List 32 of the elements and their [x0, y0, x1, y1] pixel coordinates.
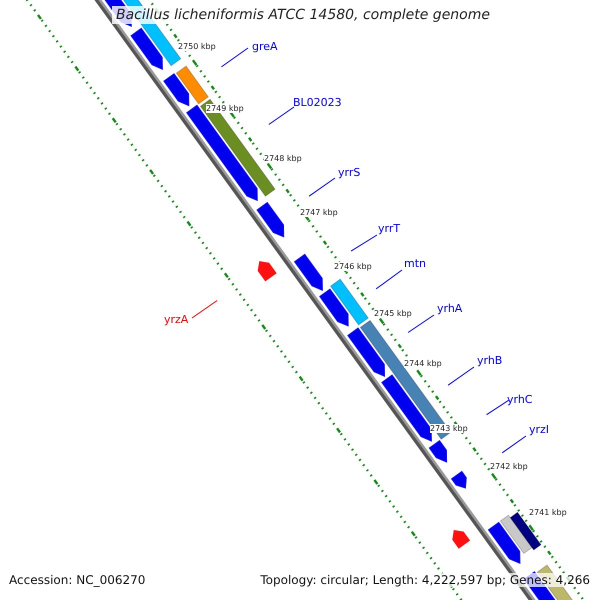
leader-line	[486, 400, 510, 416]
scale-label: 2743 kbp	[430, 424, 468, 433]
leader-line	[448, 366, 474, 386]
scale-label: 2747 kbp	[300, 208, 338, 217]
scale-label: 2742 kbp	[490, 462, 528, 471]
gene-label: yrhB	[477, 354, 502, 367]
scale-label: 2750 kbp	[178, 42, 216, 51]
leader-line	[308, 178, 336, 197]
scale-label: 2748 kbp	[264, 154, 302, 163]
accession-text: Accession: NC_006270	[9, 573, 146, 587]
leader-line	[502, 436, 526, 454]
scale-label: 2744 kbp	[404, 359, 442, 368]
leader-line	[350, 234, 378, 252]
scale-label: 2749 kbp	[206, 104, 244, 113]
leader-line	[408, 314, 434, 333]
gene-label: yrhC	[507, 393, 532, 406]
gene-label: yrrT	[378, 222, 400, 235]
leader-line	[192, 300, 218, 318]
leader-line	[220, 48, 248, 68]
leader-line	[376, 270, 402, 290]
genome-summary-text: Topology: circular; Length: 4,222,597 bp; Genes: 4,266	[260, 573, 590, 587]
scale-label: 2746 kbp	[334, 262, 372, 271]
gene-label: yrhA	[437, 302, 462, 315]
leader-line	[268, 106, 294, 125]
gene-label: yrzI	[529, 423, 550, 436]
gene-label: greA	[252, 40, 278, 53]
scale-label: 2741 kbp	[529, 508, 567, 517]
scale-label: 2745 kbp	[374, 309, 412, 318]
gene-label: BL02023	[293, 96, 342, 109]
gene-label: yrzA	[164, 313, 188, 326]
gene-label: mtn	[404, 257, 426, 270]
gene-label: yrrS	[338, 166, 360, 179]
